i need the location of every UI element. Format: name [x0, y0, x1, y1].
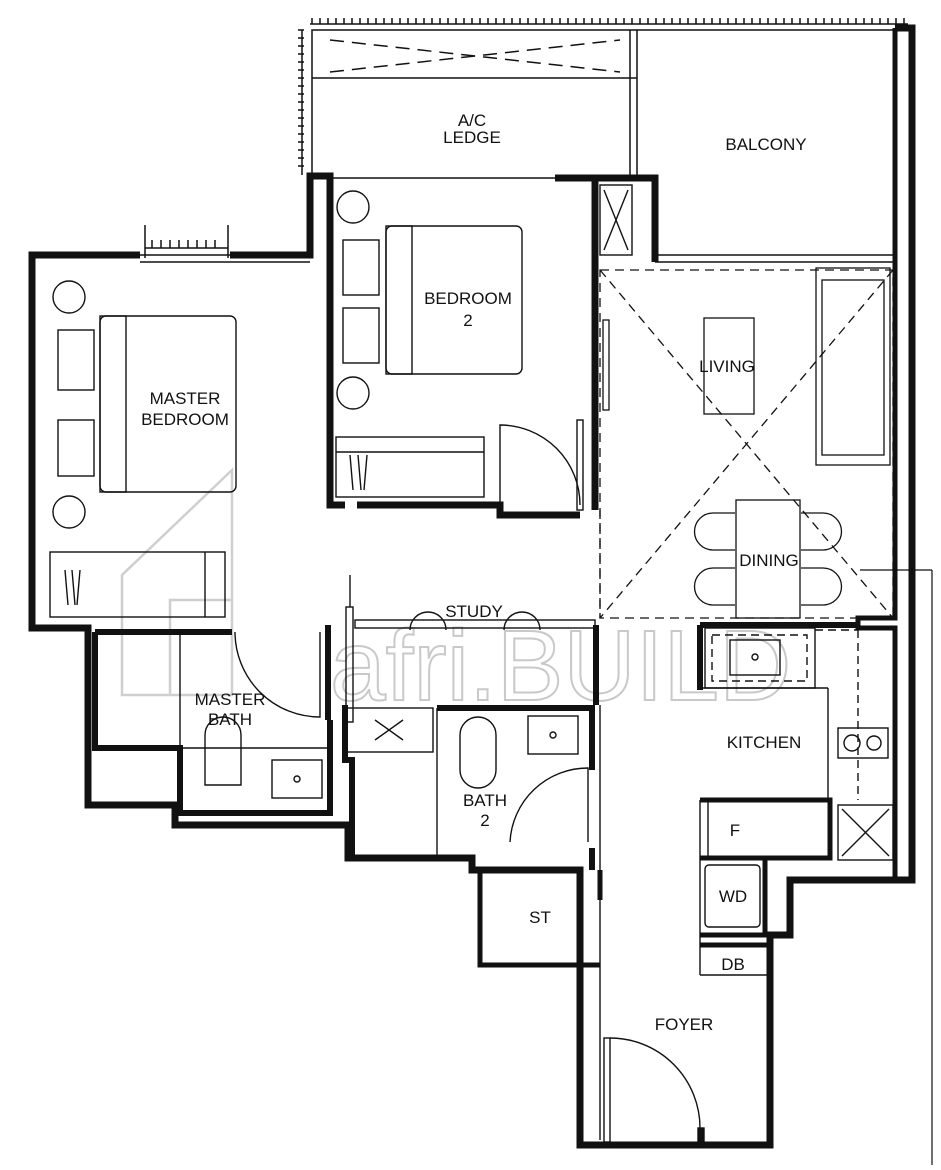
exterior-walls	[28, 24, 916, 1149]
master-bedroom-label-2: BEDROOM	[141, 410, 229, 429]
bedroom-2-label-2: 2	[463, 311, 472, 330]
study-furniture	[345, 575, 596, 723]
service-shaft	[599, 184, 633, 256]
door-swing	[499, 424, 581, 506]
sink-icon	[271, 759, 323, 799]
chair-icon	[693, 512, 735, 551]
lamp-icon	[336, 190, 370, 224]
watermark-logo	[120, 467, 234, 697]
sofa-icon	[815, 267, 891, 466]
coffee-table	[703, 317, 755, 415]
door-swing	[234, 631, 321, 718]
washer-dryer-label: WD	[719, 887, 747, 906]
bath-2-label-2: 2	[480, 811, 489, 830]
master-bath-label-2: BATH	[208, 710, 252, 729]
washer-dryer-icon	[704, 864, 761, 928]
fridge-label: F	[730, 821, 740, 840]
dining-label: DINING	[739, 551, 799, 570]
top-railing	[298, 18, 908, 175]
ac-ledge-label-2: LEDGE	[443, 128, 501, 147]
dining-table	[735, 499, 801, 619]
bath-2-fixtures	[344, 707, 589, 858]
living-dining-area	[599, 267, 894, 619]
tv-console	[602, 319, 610, 411]
toilet-icon	[459, 716, 497, 789]
hob-icon	[837, 727, 889, 759]
sink-icon	[527, 715, 579, 755]
chair-icon	[693, 567, 735, 606]
bath-2-label-1: BATH	[463, 791, 507, 810]
wardrobe-icon	[49, 551, 226, 618]
lamp-icon	[52, 280, 86, 314]
balcony-label: BALCONY	[725, 135, 806, 154]
study-label: STUDY	[445, 602, 503, 621]
ac-ledge-label-1: A/C	[458, 111, 486, 130]
door-swing	[509, 767, 589, 843]
chair-icon	[503, 611, 541, 631]
entrance-door	[603, 1037, 705, 1147]
chair-icon	[801, 512, 843, 551]
chair-icon	[801, 567, 843, 606]
master-bedroom-furniture	[49, 280, 237, 618]
chair-icon	[409, 611, 447, 631]
foyer-label: FOYER	[655, 1015, 714, 1034]
kitchen-walls	[593, 622, 858, 705]
db-label: DB	[721, 955, 745, 974]
sink-icon	[729, 639, 781, 676]
room-labels: A/C LEDGE BALCONY BEDROOM 2 MASTER BEDRO…	[141, 111, 807, 1034]
balcony-outline	[637, 29, 895, 263]
kitchen-fixtures	[599, 627, 894, 1140]
leader-line	[860, 569, 933, 1165]
living-label: LIVING	[699, 357, 755, 376]
wardrobe-icon	[335, 436, 485, 498]
kitchen-label: KITCHEN	[727, 733, 802, 752]
master-bath-fixtures	[179, 631, 328, 799]
toilet-icon	[204, 716, 242, 786]
utility-block	[700, 797, 833, 948]
master-bedroom-label-1: MASTER	[150, 389, 221, 408]
master-bath-label-1: MASTER	[195, 690, 266, 709]
lamp-icon	[52, 495, 86, 529]
lamp-icon	[336, 376, 370, 410]
master-bedroom-window	[140, 225, 310, 263]
store-label: ST	[529, 908, 551, 927]
bath-2-walls	[342, 705, 595, 870]
shower-icon	[344, 707, 434, 753]
service-shaft	[837, 804, 894, 861]
bedroom-2-furniture	[335, 190, 584, 511]
ac-ledge-outline	[311, 29, 638, 179]
bedroom-2-label-1: BEDROOM	[424, 289, 512, 308]
